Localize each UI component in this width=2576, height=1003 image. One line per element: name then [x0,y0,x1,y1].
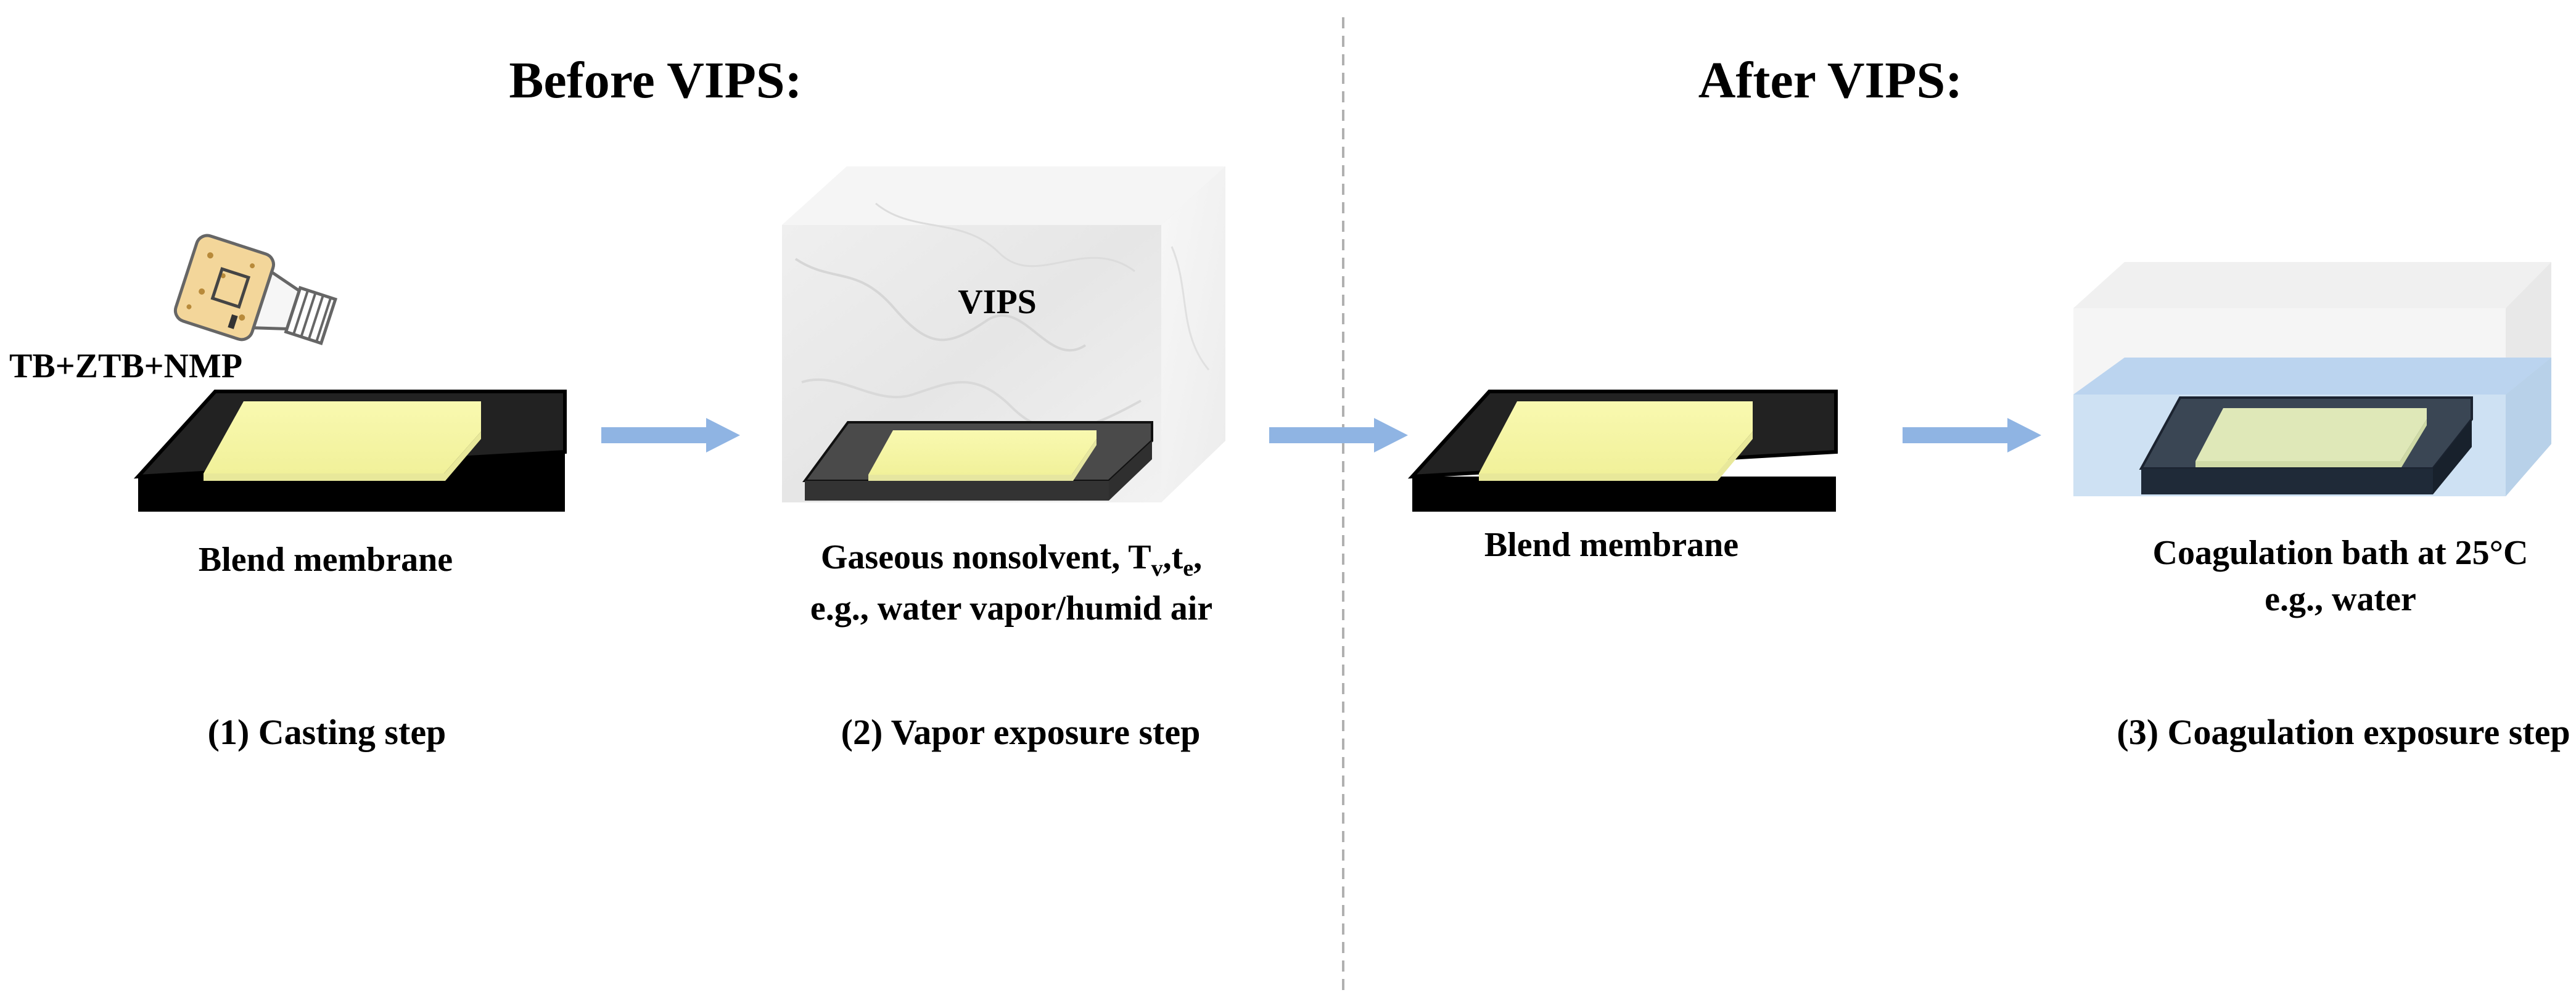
coagulation-step-label: (3) Coagulation exposure step [2117,712,2570,752]
membrane-film [204,401,481,481]
vapor-condition-label: Gaseous nonsolvent, Tv,te, [821,538,1202,581]
solution-label: TB+ZTB+NMP [9,347,242,385]
coagulation-membrane-film [2195,408,2427,467]
after-vips-heading: After VIPS: [1698,52,1963,109]
coagulation-example-label: e.g., water [2265,580,2416,618]
arrow-right-icon [1269,418,1408,452]
solution-bottle-icon [173,234,338,345]
vapor-step-label: (2) Vapor exposure step [841,712,1201,752]
coagulation-bath-label: Coagulation bath at 25°C [2153,534,2529,572]
vapor-membrane-film [868,430,1097,481]
vips-chamber-label: VIPS [958,283,1037,321]
casting-membrane-label: Blend membrane [199,541,453,579]
arrow-right-icon [601,418,740,452]
arrow-right-icon [1903,418,2041,452]
before-vips-heading: Before VIPS: [509,52,802,109]
vips-chamber [782,166,1225,502]
vapor-example-label: e.g., water vapor/humid air [810,589,1212,628]
after-membrane-label: Blend membrane [1484,526,1739,564]
casting-step-label: (1) Casting step [208,712,446,752]
after-membrane-film [1479,401,1753,481]
